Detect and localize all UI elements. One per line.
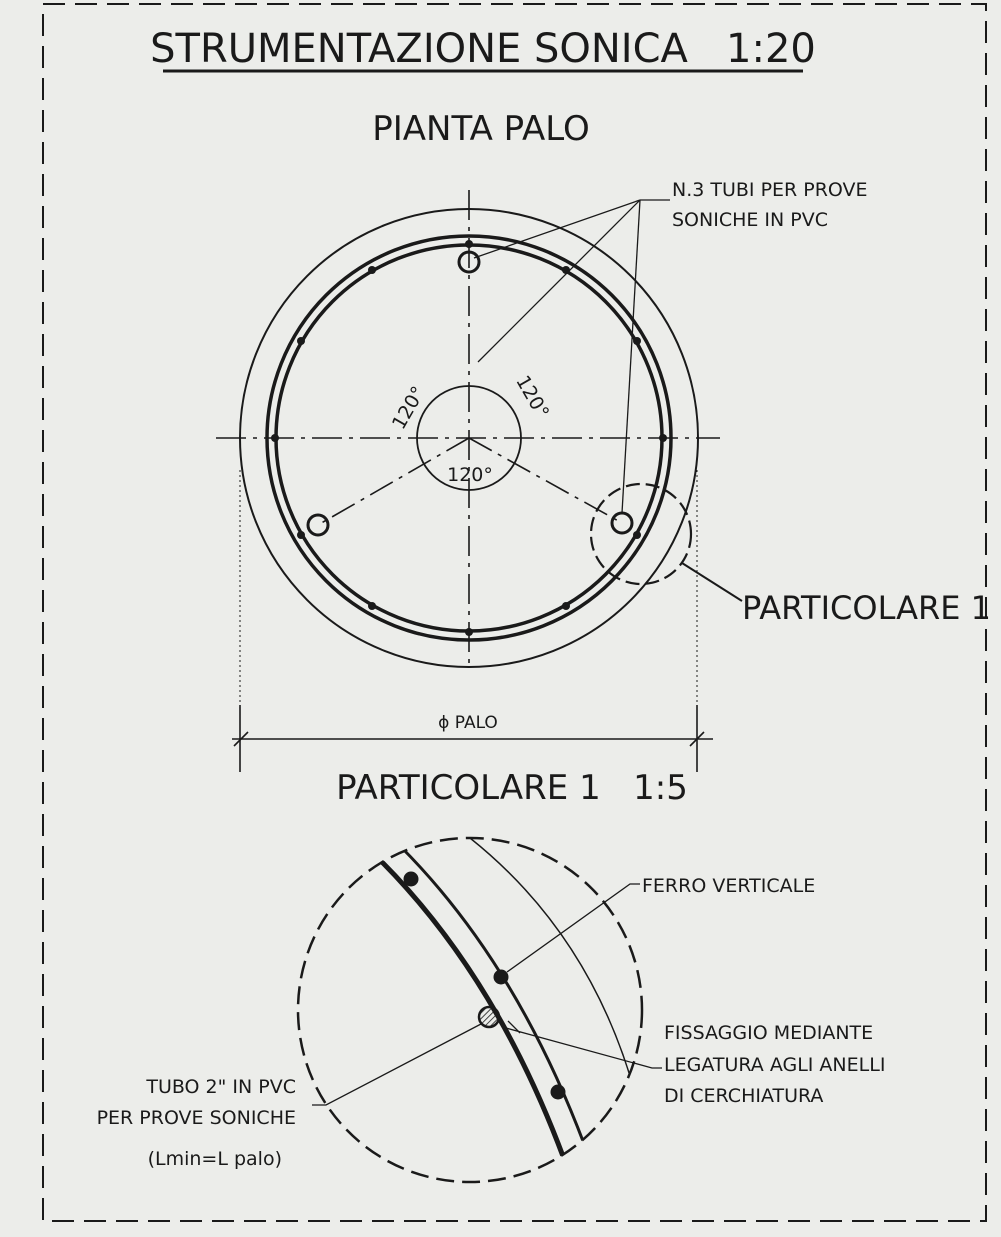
leader-fixing-tick: [507, 1020, 521, 1034]
pile-plan-view: 120° 120° 120°: [216, 190, 743, 772]
fixing-note-line2: LEGATURA AGLI ANELLI: [664, 1054, 885, 1076]
pile-edge-curve: [469, 838, 641, 1113]
detail-sonic-tube: [477, 1005, 501, 1029]
tube-note-line2: PER PROVE SONICHE: [97, 1107, 296, 1129]
leader-line: [473, 199, 641, 259]
sonic-tube-top: [457, 250, 481, 274]
tubes-note-line2: SONICHE IN PVC: [672, 209, 828, 231]
vertical-bars: [271, 240, 667, 636]
leader-fixing: [505, 1027, 662, 1069]
sonic-tube-right: [610, 511, 634, 535]
callout-leader: [681, 562, 743, 602]
detail-vertical-bar: [550, 1084, 566, 1100]
cage-ring-thick: [378, 858, 571, 1171]
leader-line: [477, 199, 641, 363]
detail-enlarged-view: [296, 836, 662, 1184]
vertical-bar-dot: [465, 628, 473, 636]
detail-callout-label: PARTICOLARE 1: [742, 589, 991, 627]
leader-vertical-bar: [506, 883, 640, 973]
detail-vertical-bar: [403, 871, 419, 887]
tube-note-line3: (Lmin=L palo): [148, 1148, 282, 1170]
tubes-note-line1: N.3 TUBI PER PROVE: [672, 179, 868, 201]
vertical-bar-dot: [271, 434, 279, 442]
detail-callout-circle: [589, 482, 693, 586]
leader-line: [621, 199, 641, 514]
diameter-label: ϕ PALO: [438, 713, 498, 733]
dimension-tick: [233, 731, 249, 747]
vertical-bar-dot: [368, 266, 376, 274]
leader-tube: [312, 1023, 482, 1106]
sheet-border: [42, 3, 987, 1222]
vertical-bar-dot: [562, 266, 570, 274]
detail-boundary-circle: [296, 836, 644, 1184]
cage-ring-thin: [398, 844, 592, 1161]
angle-label-left: 120°: [388, 383, 430, 434]
drawing-title: STRUMENTAZIONE SONICA 1:20: [150, 26, 816, 72]
fixing-note-line3: DI CERCHIATURA: [664, 1085, 823, 1107]
label-vertical-bar: FERRO VERTICALE: [642, 875, 815, 897]
vertical-bar-dot: [562, 602, 570, 610]
angle-label-right: 120°: [511, 372, 553, 423]
vertical-bar-dot: [633, 337, 641, 345]
vertical-bar-dot: [297, 337, 305, 345]
vertical-bar-dot: [659, 434, 667, 442]
tube-note-line1: TUBO 2" IN PVC: [145, 1076, 296, 1098]
detail-view-heading: PARTICOLARE 1 1:5: [336, 768, 688, 808]
sonic-tube-left: [306, 513, 330, 537]
plan-view-heading: PIANTA PALO: [372, 109, 590, 149]
angle-label-bottom: 120°: [447, 464, 493, 486]
vertical-bar-dot: [465, 240, 473, 248]
radial-line-right: [468, 437, 623, 524]
radial-line-left: [317, 437, 470, 526]
vertical-bar-dot: [633, 531, 641, 539]
vertical-bar-dot: [297, 531, 305, 539]
detail-vertical-bar: [493, 969, 509, 985]
fixing-note-line1: FISSAGGIO MEDIANTE: [664, 1022, 873, 1044]
vertical-bar-dot: [368, 602, 376, 610]
